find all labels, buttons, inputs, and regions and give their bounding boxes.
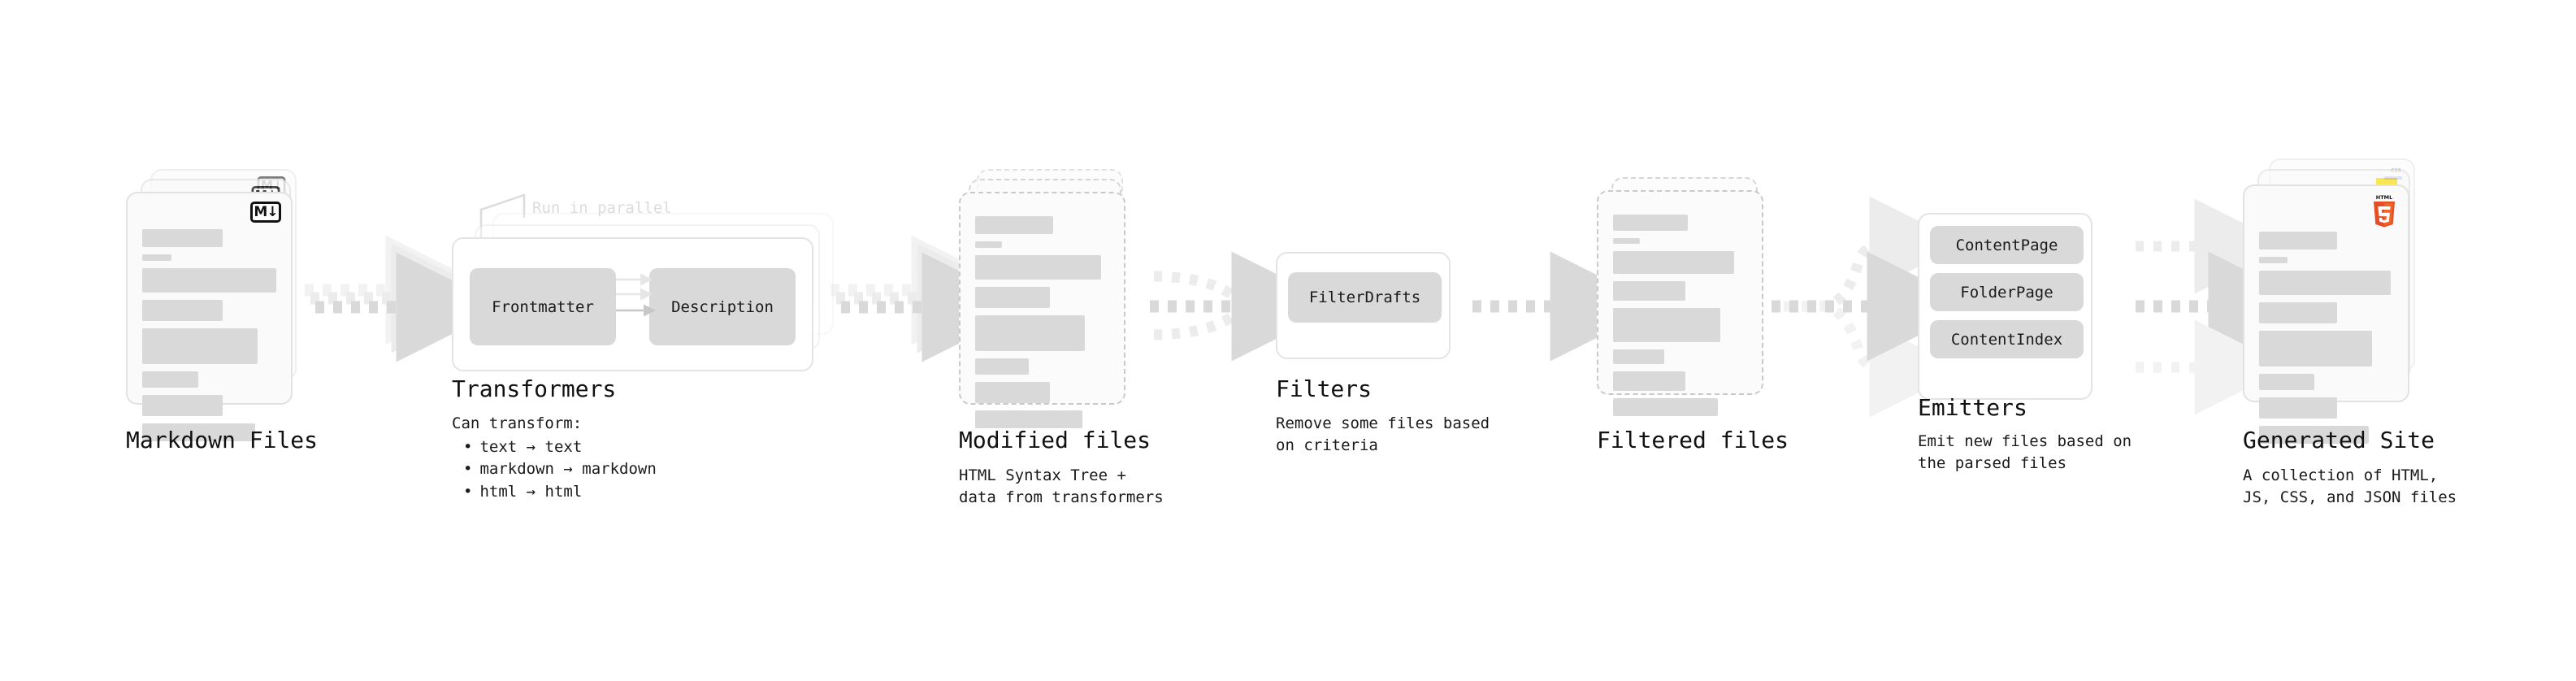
stage-markdown-files: M↓ M↓ M↓	[126, 169, 297, 441]
arrow-emitters-to-site	[2136, 198, 2318, 415]
caption-title-generated-site: Generated Site	[2243, 427, 2435, 453]
arrow-transformers-to-modified	[830, 235, 1032, 362]
svg-text:HTML: HTML	[2376, 194, 2392, 201]
doc-content-lines	[142, 229, 276, 449]
caption-title-markdown-files: Markdown Files	[126, 427, 319, 453]
transformers-lead: Can transform:	[452, 414, 583, 432]
plugin-pill-contentindex[interactable]: ContentIndex	[1930, 320, 2084, 358]
transformer-box-front[interactable]: Frontmatter Description	[452, 237, 813, 371]
doc-card-front: M↓	[126, 192, 293, 441]
plugin-pill-description[interactable]: Description	[649, 268, 796, 345]
stage-modified-files	[959, 169, 1130, 428]
markdown-icon: M↓	[250, 202, 281, 223]
arrow-markdown-to-transformers	[305, 235, 506, 362]
stage-transformers: Frontmatter Description Frontmatter Desc…	[452, 213, 842, 371]
generated-site-stack: CSS HTML	[2243, 158, 2418, 444]
caption-title-modified-files: Modified files	[959, 427, 1151, 453]
doc-card-front	[1597, 190, 1763, 416]
modified-file-stack	[959, 169, 1130, 428]
list-item: text → text	[463, 436, 657, 459]
arrow-filtered-to-emitters	[1772, 196, 1977, 418]
arrow-modified-to-filters	[1150, 251, 1342, 362]
plugin-pill-contentpage[interactable]: ContentPage	[1930, 226, 2084, 264]
caption-sub-emitters: Emit new files based on the parsed files	[1918, 432, 2132, 472]
caption-title-filters: Filters	[1276, 375, 1373, 402]
caption-sub-filters: Remove some files based on criteria	[1276, 414, 1490, 454]
caption-title-transformers: Transformers	[452, 375, 617, 402]
plugin-pill-folderpage[interactable]: FolderPage	[1930, 273, 2084, 311]
caption-sub-modified-files: HTML Syntax Tree + data from transformer…	[959, 466, 1164, 506]
transformers-capability-list: text → text markdown → markdown html → h…	[452, 436, 657, 504]
caption-title-filtered-files: Filtered files	[1597, 427, 1789, 453]
emitter-box[interactable]: ContentPage FolderPage ContentIndex	[1918, 213, 2092, 400]
doc-content-lines	[1613, 215, 1747, 423]
doc-content-lines	[975, 216, 1109, 436]
list-item: markdown → markdown	[463, 458, 656, 481]
html5-icon: HTML	[2370, 193, 2398, 228]
caption-sub-generated-site: A collection of HTML, JS, CSS, and JSON …	[2243, 466, 2457, 506]
doc-content-lines	[2259, 232, 2393, 451]
plugin-pill-filterdrafts[interactable]: FilterDrafts	[1288, 272, 1442, 323]
filtered-file-stack	[1597, 177, 1772, 416]
plugin-pill-frontmatter[interactable]: Frontmatter	[470, 268, 616, 345]
markdown-file-stack: M↓ M↓ M↓	[126, 169, 297, 441]
list-item: html → html	[463, 481, 657, 504]
caption-title-emitters: Emitters	[1918, 394, 2027, 421]
filter-box[interactable]: FilterDrafts	[1276, 252, 1451, 359]
doc-card-html: HTML	[2243, 184, 2409, 444]
run-in-parallel-label: Run in parallel	[532, 199, 672, 217]
inner-arrow-group	[616, 273, 656, 317]
caption-sub-transformers: Can transform: text → text markdown → ma…	[452, 413, 657, 503]
doc-card-front	[959, 192, 1125, 428]
stage-generated-site: CSS HTML	[2243, 158, 2418, 444]
stage-filtered-files	[1597, 177, 1772, 416]
